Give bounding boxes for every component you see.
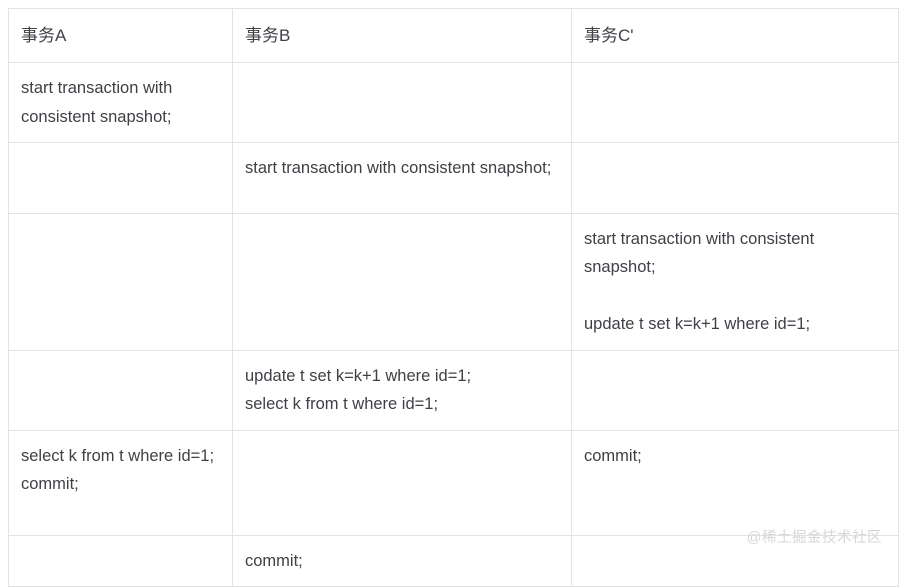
table-row: commit; [8,534,899,587]
column-header-transaction-a: 事务A [8,7,233,64]
table-cell: start transaction with consistent snapsh… [8,62,233,143]
cell-statement-line: start transaction with consistent snapsh… [584,229,815,277]
table-row: select k from t where id=1; commit; commi… [8,429,899,536]
cell-statement-line: update t set k=k+1 where id=1; [245,366,472,385]
table-cell [571,534,899,587]
column-header-transaction-b: 事务B [232,7,572,64]
table-cell [232,212,572,351]
table-row: update t set k=k+1 where id=1; select k f… [8,349,899,431]
table-cell: start transaction with consistent snapsh… [232,141,572,214]
table-row: start transaction with consistent snapsh… [8,212,899,351]
table-cell [232,429,572,536]
table-cell [571,349,899,431]
table-row: start transaction with consistent snapsh… [8,141,899,214]
table-cell [232,62,572,143]
table-cell [8,141,233,214]
cell-statement-line: commit; [584,446,642,465]
table-cell [8,349,233,431]
cell-statement-line: start transaction with consistent snapsh… [21,79,173,126]
cell-statement-line: commit; [21,475,79,494]
cell-statement-line: select k from t where id=1; [245,395,439,414]
cell-statement-line: commit; [245,551,303,570]
table-header-row: 事务A 事务B 事务C' [8,7,899,64]
page-canvas: 事务A 事务B 事务C' start transaction with cons… [8,7,899,587]
column-header-transaction-c: 事务C' [571,7,899,64]
cell-statement-line: select k from t where id=1; [21,446,215,465]
table-row: start transaction with consistent snapsh… [8,62,899,143]
table-cell [571,141,899,214]
table-cell: commit; [571,429,899,536]
table-cell: commit; [232,534,572,587]
transaction-timeline-table: 事务A 事务B 事务C' start transaction with cons… [8,7,899,587]
table-cell: select k from t where id=1; commit; [8,429,233,536]
table-cell: update t set k=k+1 where id=1; select k f… [232,349,572,431]
table-body: start transaction with consistent snapsh… [8,62,899,587]
table-cell: start transaction with consistent snapsh… [571,212,899,351]
table-cell [8,534,233,587]
cell-blank-line [584,282,888,310]
cell-statement-line: start transaction with consistent snapsh… [245,158,552,177]
column-header-label: 事务C' [584,26,634,45]
column-header-label: 事务B [245,26,291,45]
table-cell [571,62,899,143]
column-header-label: 事务A [21,26,67,45]
table-header: 事务A 事务B 事务C' [8,7,899,64]
cell-statement-line: update t set k=k+1 where id=1; [584,315,811,334]
table-cell [8,212,233,351]
